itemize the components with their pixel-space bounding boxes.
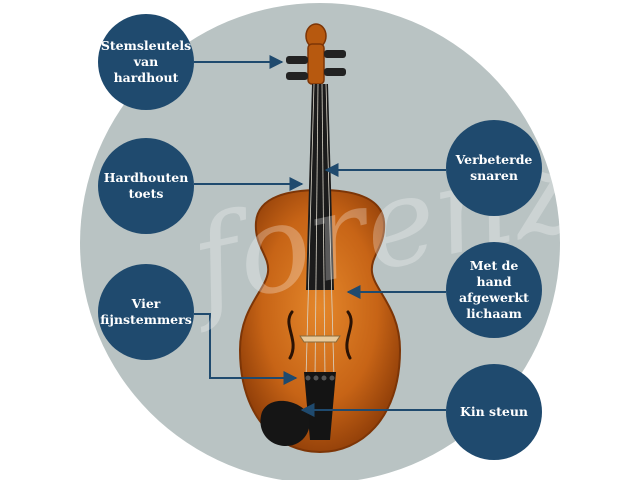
tailpiece [304,372,336,440]
callout-chinrest: Kin steun [446,364,542,460]
bridge [299,335,341,343]
f-hole-left [287,310,295,360]
f-hole-right [345,310,353,360]
callout-strings: Verbeterde snaren [446,120,542,216]
callout-fingerboard: Hardhouten toets [98,138,194,234]
tuning-pegs [286,50,346,80]
callout-fine-tuners: Vier fijnstemmers [98,264,194,360]
fine-tuners [305,375,335,381]
violin-scroll [305,23,327,85]
arrow-fine-tuners [194,313,298,385]
violin-body [238,188,402,454]
fingerboard [306,84,334,290]
callout-pegs: Stemsleutels van hardhout [98,14,194,110]
chin-rest [260,400,310,446]
callout-body: Met de hand afgewerkt lichaam [446,242,542,338]
callout-arrows [194,55,446,417]
violin-strings [305,83,335,379]
